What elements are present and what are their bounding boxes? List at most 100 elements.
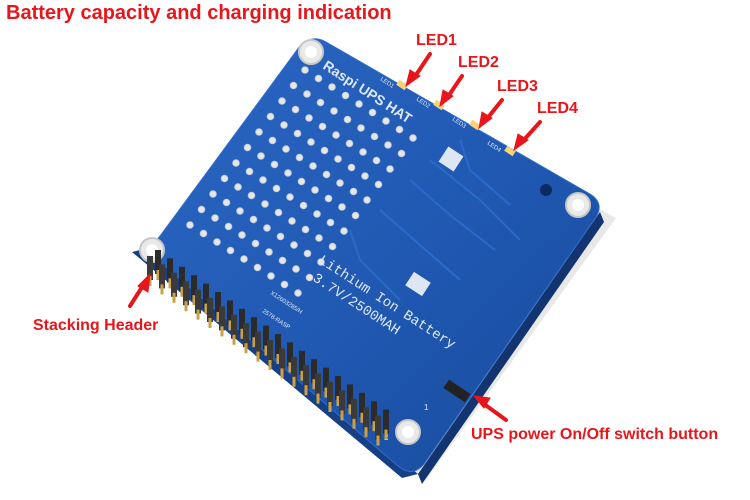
header-pin-tip [360, 412, 364, 423]
header-pin [311, 359, 317, 384]
prototype-hole [305, 114, 313, 122]
prototype-hole [265, 248, 273, 256]
header-pin-tip [228, 320, 232, 331]
header-pin-tip [240, 328, 244, 339]
header-pin-tip [216, 312, 220, 322]
header-pin-tip [184, 301, 188, 312]
prototype-hole [374, 180, 383, 189]
header-pin-tip [208, 318, 212, 328]
prototype-hole [351, 211, 360, 220]
prototype-hole [311, 186, 319, 194]
prototype-hole [336, 179, 344, 187]
header-pin-tip [352, 418, 356, 429]
usb-port [540, 184, 552, 196]
header-pin-tip [196, 309, 200, 320]
header-pin-tip [280, 368, 284, 379]
prototype-hole [278, 97, 286, 105]
prototype-hole [349, 187, 358, 196]
prototype-hole [286, 193, 294, 201]
header-pin-tip [292, 376, 296, 387]
header-pin [347, 384, 353, 409]
prototype-hole [272, 184, 281, 193]
header-pin-tip [168, 278, 172, 289]
prototype-hole [294, 289, 302, 297]
header-pin-tip [244, 343, 248, 354]
prototype-hole [316, 98, 325, 107]
prototype-hole [370, 132, 379, 141]
header-pin-tip [160, 284, 164, 295]
prototype-hole [384, 141, 392, 149]
header-pin [371, 401, 377, 426]
prototype-hole [382, 117, 390, 125]
prototype-hole [236, 207, 244, 215]
prototype-hole [340, 227, 348, 235]
header-pin [263, 325, 269, 350]
prototype-hole [293, 129, 302, 138]
prototype-hole [186, 221, 194, 229]
header-pin [243, 323, 249, 348]
header-pin-tip [268, 360, 272, 370]
board-edge-right [418, 212, 604, 484]
header-pin-tip [384, 429, 388, 440]
prototype-hole [357, 124, 365, 132]
prototype-hole [274, 208, 283, 217]
prototype-hole [226, 246, 235, 255]
header-pin [383, 409, 389, 434]
prototype-hole [291, 105, 300, 114]
header-pin-tip [304, 385, 308, 396]
header-pin-tip [376, 435, 380, 446]
prototype-hole [397, 149, 406, 158]
prototype-hole [213, 238, 221, 246]
prototype-hole [267, 272, 275, 280]
led3-annotation: LED3 [497, 78, 538, 95]
prototype-hole [284, 169, 292, 177]
header-pin [147, 256, 153, 280]
prototype-hole [328, 83, 336, 91]
prototype-hole [355, 100, 363, 108]
ups-switch-button [443, 379, 471, 403]
header-pin-tip [276, 354, 280, 364]
prototype-hole [318, 122, 327, 131]
prototype-hole [288, 217, 296, 225]
prototype-hole [330, 107, 338, 115]
prototype-hole [278, 256, 287, 265]
prototype-hole [305, 273, 314, 282]
header-pin [291, 356, 297, 381]
prototype-hole [222, 198, 231, 207]
prototype-hole [395, 125, 404, 134]
prototype-hole [243, 143, 252, 152]
prototype-hole [199, 229, 208, 238]
prototype-hole [276, 232, 285, 241]
header-pin-tip [348, 404, 352, 415]
header-pin [215, 292, 221, 316]
header-pin [303, 365, 309, 390]
prototype-hole [301, 66, 309, 74]
prototype-hole [266, 112, 275, 121]
ups-switch-annotation: UPS power On/Off switch button [471, 426, 719, 443]
prototype-hole [245, 167, 254, 176]
prototype-hole [282, 145, 290, 153]
header-pin-tip [372, 421, 376, 432]
led4-annotation: LED4 [537, 100, 578, 117]
prototype-hole [249, 215, 258, 224]
header-pin-tip [324, 387, 328, 398]
header-pin [351, 398, 357, 423]
prototype-hole [386, 165, 394, 173]
stacking-header-annotation: Stacking Header [33, 317, 159, 334]
prototype-hole [259, 176, 267, 184]
prototype-hole [197, 205, 206, 214]
prototype-hole [253, 263, 262, 272]
prototype-hole [368, 108, 377, 117]
prototype-hole [268, 136, 277, 145]
header-pin-tip [256, 351, 260, 362]
header-pin [183, 281, 189, 306]
header-pin [363, 407, 369, 432]
header-pin [171, 272, 177, 297]
prototype-hole [363, 196, 371, 204]
prototype-hole [290, 241, 298, 249]
prototype-hole [343, 115, 352, 124]
prototype-hole [232, 159, 240, 167]
prototype-hole [303, 90, 311, 98]
